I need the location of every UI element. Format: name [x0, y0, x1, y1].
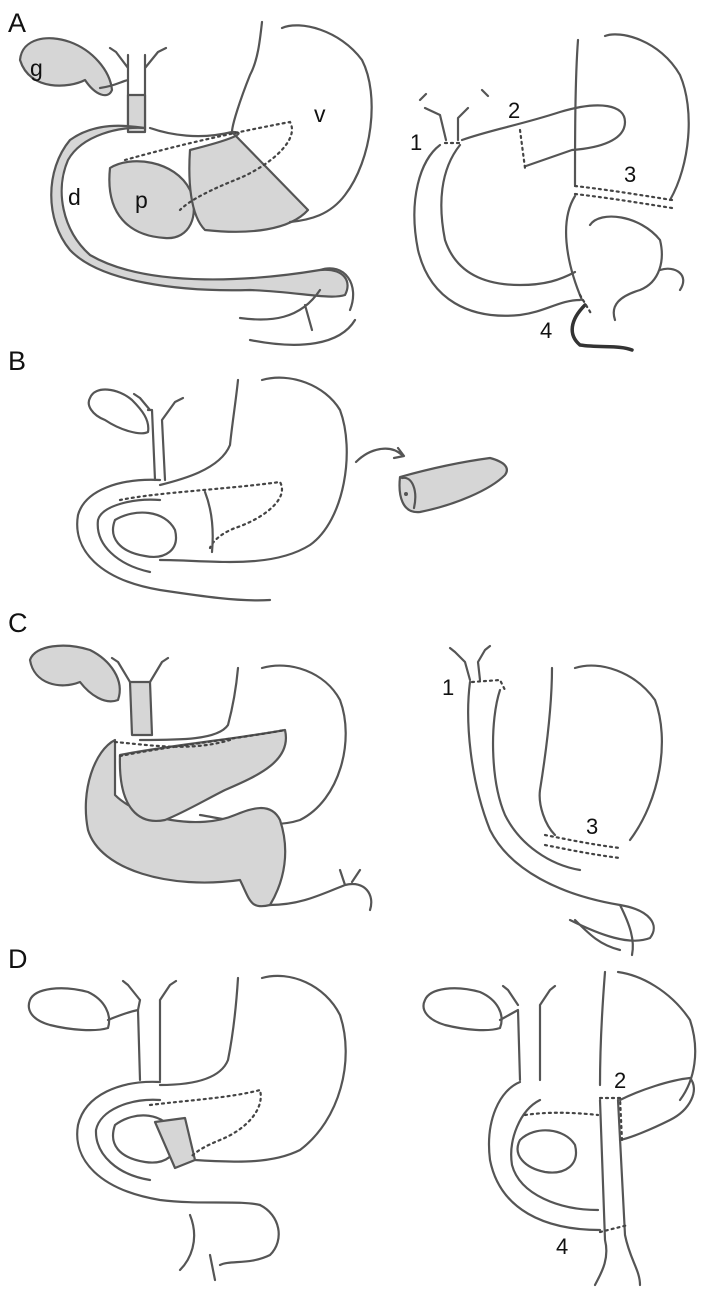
bile-duct-stump-c [450, 646, 490, 680]
bile-duct-branches-c [112, 658, 168, 682]
bile-duct-b [134, 394, 183, 480]
efferent-loop-c [575, 905, 633, 955]
anastomosis-label-a-3: 3 [624, 162, 636, 187]
bile-duct-d-right [500, 986, 555, 1080]
panel-b: B [8, 346, 507, 600]
panel-c-left-anatomy [30, 646, 371, 910]
panel-b-anatomy [77, 378, 507, 601]
jejunal-limb-d [595, 1100, 640, 1285]
jejunum-d [180, 1205, 279, 1280]
anastomosis-label-d-4: 4 [556, 1234, 568, 1259]
panel-label-c: C [8, 608, 28, 638]
anastomosis-label-a-1: 1 [410, 130, 422, 155]
panel-label-a: A [8, 8, 26, 38]
panel-d-right-reconstruction: 2 4 [424, 972, 696, 1285]
jejunal-limb-c [468, 682, 654, 941]
panel-a: A g d p v [8, 8, 689, 350]
anastomosis-label-d-2: 2 [614, 1068, 626, 1093]
removal-arrow [356, 448, 404, 462]
gallbladder-outline-d [29, 988, 109, 1030]
pancreas-head-d-right [518, 1130, 576, 1172]
organ-label-p: p [135, 187, 148, 213]
bile-duct-stump [420, 90, 488, 140]
anastomosis-label-c-3: 3 [586, 814, 598, 839]
organ-label-g: g [30, 55, 43, 81]
panel-a-right-reconstruction: 1 2 3 4 [410, 34, 689, 350]
pancreatic-remnant-d [620, 1078, 694, 1140]
panel-label-b: B [8, 346, 26, 376]
panel-c-right-reconstruction: 1 3 [442, 646, 662, 955]
panel-label-d: D [8, 944, 28, 974]
duodenum-d-right [489, 1082, 600, 1230]
organ-label-d: d [68, 184, 81, 210]
anastomosis-label-a-4: 4 [540, 318, 552, 343]
gallbladder-outline-d-right [424, 988, 502, 1030]
gallbladder-shaded-c [30, 646, 120, 702]
jejunum-c [270, 870, 371, 910]
panel-d: D 2 4 [8, 944, 695, 1285]
pancreas-margin-d-right [525, 1113, 598, 1115]
duodenum-b [77, 480, 270, 601]
specimen-duct-opening [404, 492, 408, 496]
bile-duct-d [108, 981, 176, 1080]
jejunal-limb [414, 145, 580, 316]
anastomosis-3-dots-c [545, 835, 620, 858]
anastomosis-label-c-1: 1 [442, 675, 454, 700]
anastomosis-3-dots [575, 186, 672, 208]
pancreas-body-dotted-b [120, 482, 282, 548]
pancreas-head-b [113, 513, 176, 557]
panel-d-left-anatomy [29, 976, 346, 1280]
organ-label-v: v [314, 101, 326, 127]
panel-a-left-anatomy: g d p v [20, 22, 372, 345]
pancreatic-remnant [462, 105, 625, 166]
roux-limb-dark [572, 305, 632, 350]
stomach-outline-b [160, 378, 347, 562]
anastomosis-2-dots [520, 130, 525, 168]
gallbladder-outline-b [89, 390, 149, 434]
gastric-remnant-c [540, 666, 662, 840]
transection-line-b [205, 492, 213, 552]
bile-duct-shaded-c [130, 682, 152, 735]
anastomosis-label-a-2: 2 [508, 98, 520, 123]
panel-c: C 1 3 [8, 608, 662, 955]
pancreas-head-shaded [109, 161, 193, 238]
distal-stomach-shaded [189, 132, 308, 232]
anastomosis-1-dots-c [472, 680, 505, 690]
